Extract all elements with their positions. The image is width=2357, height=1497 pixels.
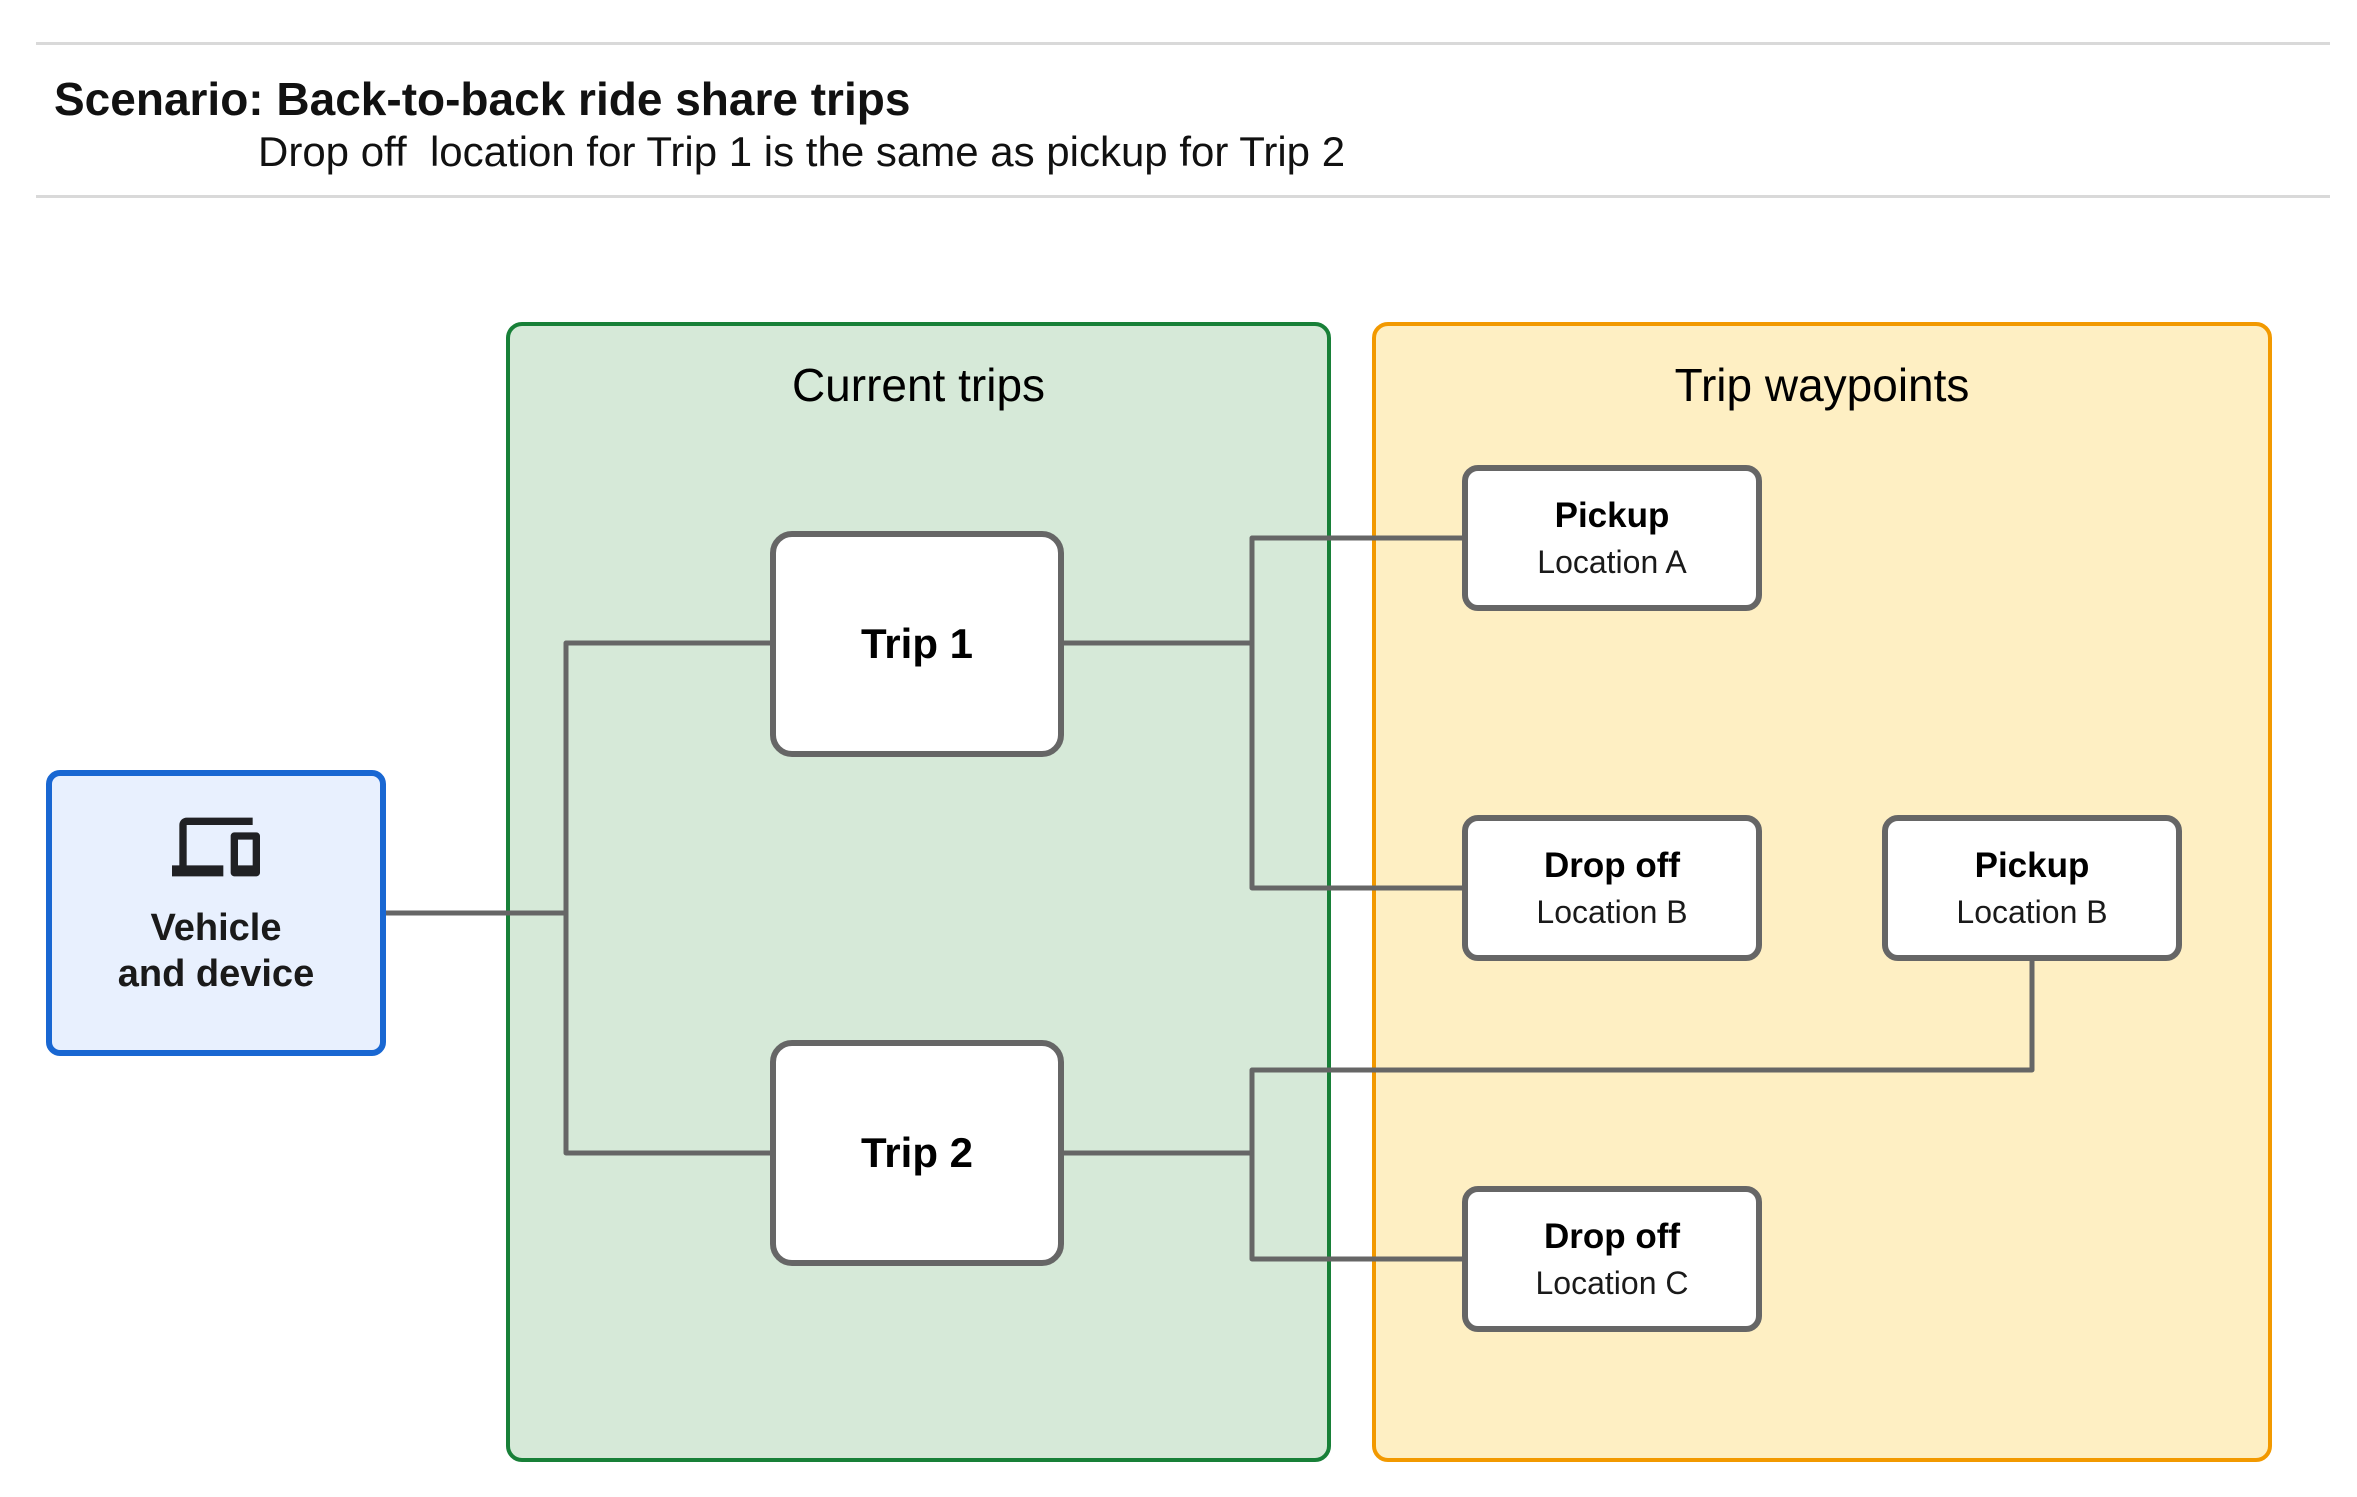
waypoint-pickup-a-type: Pickup (1554, 496, 1670, 536)
waypoint-dropoff-location-c: Drop off Location C (1462, 1186, 1762, 1332)
waypoint-dropoff-c-type: Drop off (1543, 1217, 1681, 1257)
vehicle-label-line1: Vehicle (150, 907, 282, 949)
trip-1-node: Trip 1 (770, 531, 1064, 757)
trip-2-node: Trip 2 (770, 1040, 1064, 1266)
waypoint-pickup-location-b: Pickup Location B (1882, 815, 2182, 961)
devices-icon (172, 817, 260, 877)
waypoint-dropoff-b-type: Drop off (1543, 846, 1681, 886)
waypoint-pickup-b-location: Location B (1956, 893, 2108, 930)
current-trips-panel: Current trips (506, 322, 1331, 1462)
vehicle-node: Vehicle and device (46, 770, 386, 1056)
waypoint-dropoff-c-location: Location C (1535, 1264, 1689, 1301)
waypoint-pickup-b-type: Pickup (1974, 846, 2090, 886)
page-subtitle: Drop off location for Trip 1 is the same… (258, 128, 1346, 175)
vehicle-label-line2: and device (117, 952, 315, 995)
waypoint-pickup-location-a: Pickup Location A (1462, 465, 1762, 611)
top-divider (36, 42, 2330, 45)
trip-waypoints-title: Trip waypoints (1674, 359, 1970, 411)
waypoint-pickup-a-location: Location A (1537, 543, 1687, 580)
vehicle-label: Vehicle and device (118, 906, 314, 997)
trip-1-label: Trip 1 (860, 620, 974, 667)
current-trips-title: Current trips (791, 359, 1046, 411)
header-divider (36, 195, 2330, 198)
waypoint-dropoff-b-location: Location B (1536, 893, 1688, 930)
page-title: Scenario: Back-to-back ride share trips (54, 73, 911, 125)
waypoint-dropoff-location-b: Drop off Location B (1462, 815, 1762, 961)
trip-2-label: Trip 2 (860, 1129, 974, 1176)
